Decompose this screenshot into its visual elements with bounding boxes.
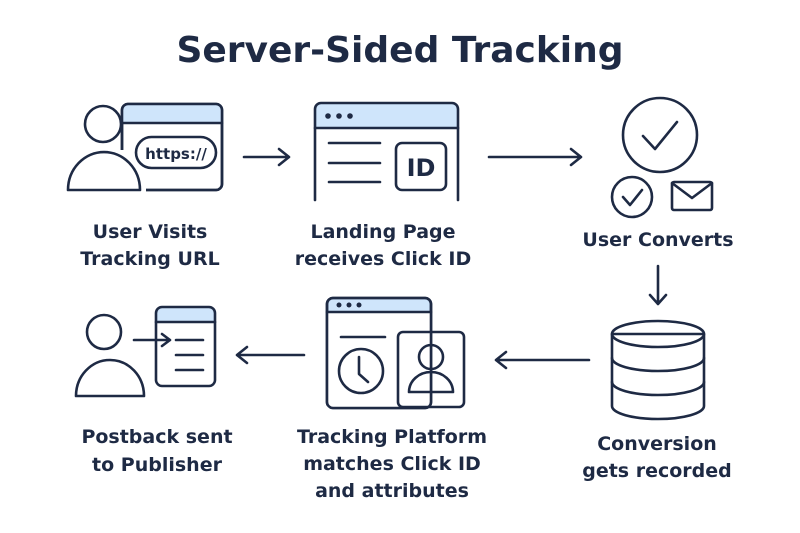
id-badge: ID [407, 154, 436, 182]
arrow-left-icon [235, 345, 306, 365]
url-text: https:// [145, 145, 207, 163]
diagram-title: Server-Sided Tracking [176, 30, 623, 71]
step-label: matches Click ID [303, 453, 481, 475]
step-label: Conversion [597, 433, 717, 455]
database-icon [610, 319, 706, 421]
step-label: User Visits [93, 221, 208, 243]
step-label: gets recorded [582, 460, 732, 482]
step-label: Landing Page [310, 221, 455, 243]
step-label: User Converts [582, 229, 733, 251]
conversion-check-icon [610, 96, 714, 219]
arrow-right-icon [242, 147, 291, 167]
step-label: Tracking Platform [297, 426, 487, 448]
arrow-down-icon [648, 264, 668, 306]
step-label: to Publisher [92, 454, 223, 476]
step-label: receives Click ID [295, 248, 471, 270]
step-label: Tracking URL [80, 248, 219, 270]
arrow-right-icon [487, 147, 583, 167]
user-browser-icon: https:// [66, 102, 224, 192]
landing-page-icon: ID [313, 101, 460, 202]
step-label: and attributes [315, 480, 469, 502]
step-label: Postback sent [81, 426, 232, 448]
tracking-platform-icon [325, 296, 466, 410]
arrow-left-icon [494, 350, 591, 370]
postback-icon [74, 305, 217, 398]
